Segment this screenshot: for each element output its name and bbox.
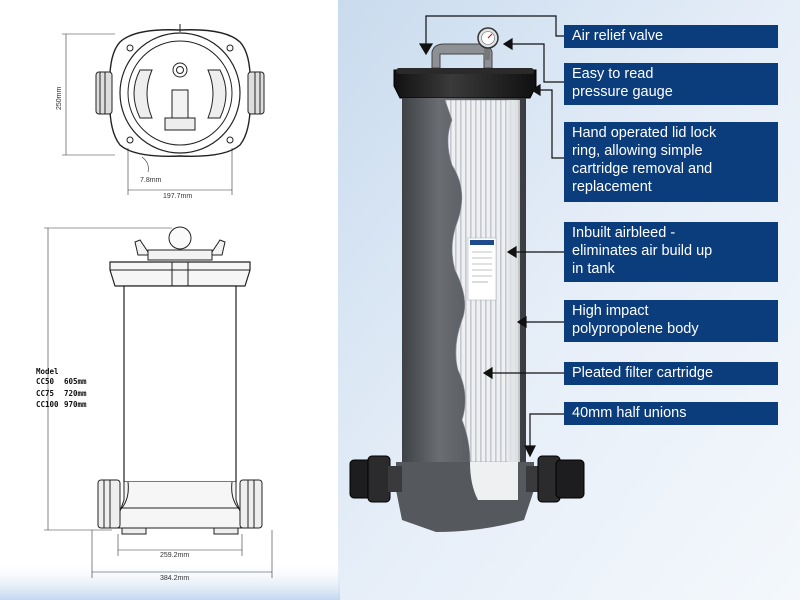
side-view-drawing — [97, 226, 263, 535]
model-height: 720mm — [64, 389, 87, 398]
callout-line: replacement — [572, 179, 652, 195]
callout-pressure-gauge: Easy to read pressure gauge — [564, 63, 778, 105]
bottom-glow — [0, 560, 340, 600]
callout-line: ring, allowing simple — [572, 143, 703, 159]
top-width-label: 197.7mm — [163, 193, 192, 200]
pressure-gauge-icon — [477, 27, 499, 60]
model-name: CC50 — [36, 377, 55, 386]
model-name: CC75 — [36, 389, 54, 398]
callout-pleated-cartridge: Pleated filter cartridge — [564, 362, 778, 385]
bolt-gap-label: 7.8mm — [140, 177, 162, 184]
base-width-label: 259.2mm — [160, 552, 189, 559]
callout-line: Easy to read — [572, 66, 654, 82]
callout-air-relief-valve: Air relief valve — [564, 25, 778, 48]
callout-lid-lock-ring: Hand operated lid lock ring, allowing si… — [564, 122, 778, 202]
top-view-drawing — [95, 24, 265, 157]
callout-line: Air relief valve — [572, 28, 664, 44]
model-name: CC100 — [36, 400, 59, 409]
callout-line: pressure gauge — [572, 84, 673, 100]
callout-half-unions: 40mm half unions — [564, 402, 778, 425]
model-height: 970mm — [64, 400, 87, 409]
callout-line: cartridge removal and — [572, 161, 713, 177]
callout-inbuilt-airbleed: Inbuilt airbleed - eliminates air build … — [564, 222, 778, 282]
overall-width-label: 384.2mm — [160, 575, 189, 582]
top-dimension-lines — [62, 33, 233, 195]
callout-line: High impact — [572, 303, 649, 319]
filter-product-image — [349, 27, 585, 532]
callout-line: eliminates air build up — [572, 243, 713, 259]
callout-line: polypropolene body — [572, 321, 699, 337]
callout-line: 40mm half unions — [572, 405, 687, 421]
callout-line: Inbuilt airbleed - — [572, 225, 676, 241]
leader-lines — [418, 15, 564, 458]
callout-polypropolene-body: High impact polypropolene body — [564, 300, 778, 342]
callout-line: in tank — [572, 261, 615, 277]
callout-line: Hand operated lid lock — [572, 125, 717, 141]
model-table: CC50 605mm CC75 720mm CC100 970mm — [36, 377, 87, 409]
model-heading: Model — [36, 367, 59, 376]
top-height-label: 250mm — [56, 86, 63, 110]
side-dimension-lines — [44, 227, 273, 578]
model-height: 605mm — [64, 377, 87, 386]
callout-line: Pleated filter cartridge — [572, 365, 714, 381]
